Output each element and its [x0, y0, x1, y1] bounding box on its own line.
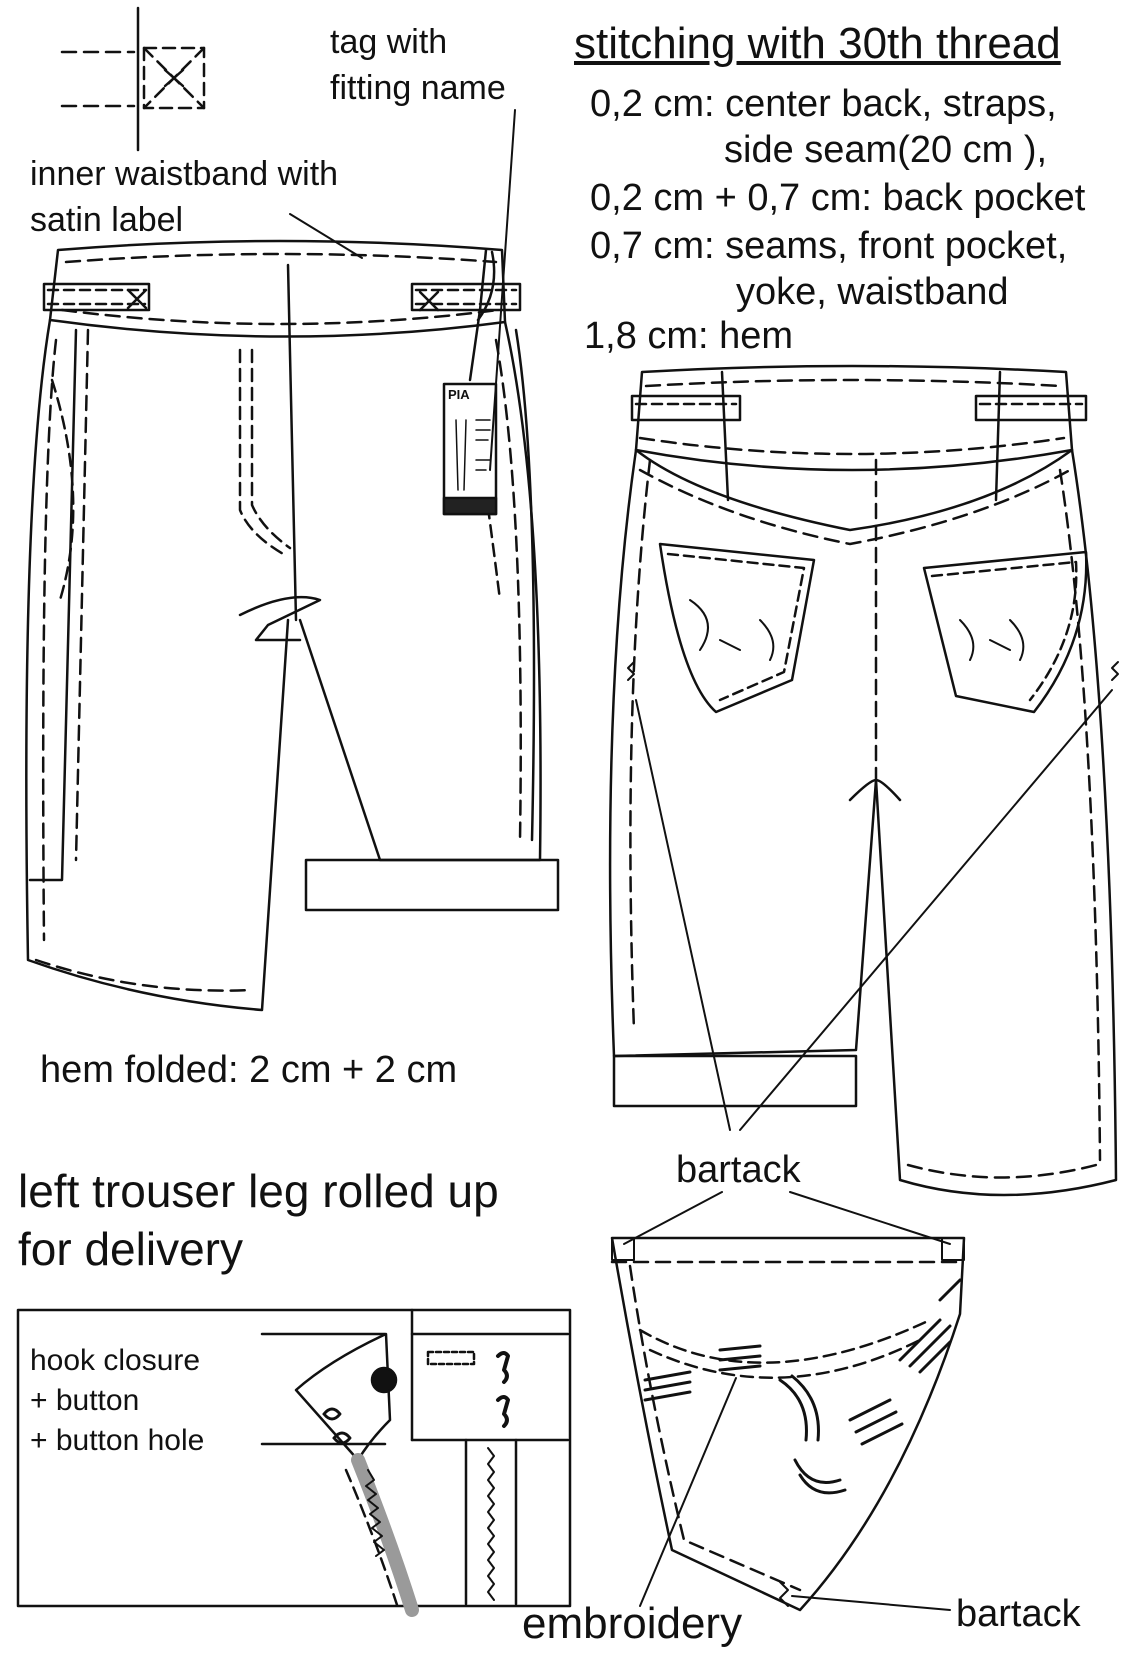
waistband-label-line1: inner waistband with [30, 155, 339, 193]
back-left-outline [608, 448, 878, 1058]
stitching-line-4: 1,8 cm: hem [584, 315, 794, 357]
front-left-outline [25, 318, 290, 1012]
back-pocket-right [922, 550, 1088, 714]
stitching-line-1b: side seam(20 cm ), [724, 129, 1048, 171]
rolled-cuff-back [612, 1054, 858, 1108]
back-waistband [634, 364, 1074, 472]
back-view-shorts [608, 364, 1119, 1197]
tag-label-line1: tag with [330, 23, 448, 61]
rolled-up-note-line2: for delivery [18, 1223, 243, 1275]
stitching-line-3a: 0,7 cm: seams, front pocket, [590, 225, 1068, 267]
front-right-strap [410, 282, 522, 312]
closure-label-line3: + button hole [30, 1424, 205, 1457]
stitching-title: stitching with 30th thread [574, 19, 1061, 68]
embroidery-label: embroidery [522, 1599, 743, 1648]
closure-label-line1: hook closure [30, 1344, 201, 1377]
pocket-detail [610, 1236, 966, 1612]
back-pocket-left [658, 542, 816, 714]
stitch-legend-symbol [60, 6, 206, 152]
back-right-outline [874, 448, 1118, 1197]
bartack-leaders-pocket [623, 1191, 951, 1611]
front-view-shorts [25, 239, 560, 1012]
rolled-up-note-line1: left trouser leg rolled up [18, 1165, 499, 1217]
front-left-strap [42, 282, 151, 312]
closure-detail-box [16, 1308, 572, 1617]
embroidery-leader [639, 1377, 737, 1607]
fly-stitching [238, 348, 287, 557]
bartack-label-upper: bartack [676, 1149, 801, 1191]
stitching-line-3b: yoke, waistband [736, 271, 1009, 313]
waistband-label-line2: satin label [30, 201, 184, 239]
front-right-outline [298, 320, 542, 862]
hang-tag [442, 248, 498, 516]
tag-label-line2: fitting name [330, 69, 506, 107]
bartack-leaders-upper [635, 689, 1113, 1131]
hangtag-brand: PIA [448, 387, 470, 402]
stitching-line-1a: 0,2 cm: center back, straps, [590, 83, 1057, 125]
bartack-label-lower: bartack [956, 1593, 1081, 1635]
stitching-line-2: 0,2 cm + 0,7 cm: back pocket [590, 177, 1086, 219]
rolled-cuff-front [304, 858, 560, 912]
label-leaders [289, 109, 516, 471]
closure-label-line2: + button [30, 1384, 140, 1417]
hem-folded-note: hem folded: 2 cm + 2 cm [40, 1049, 458, 1091]
